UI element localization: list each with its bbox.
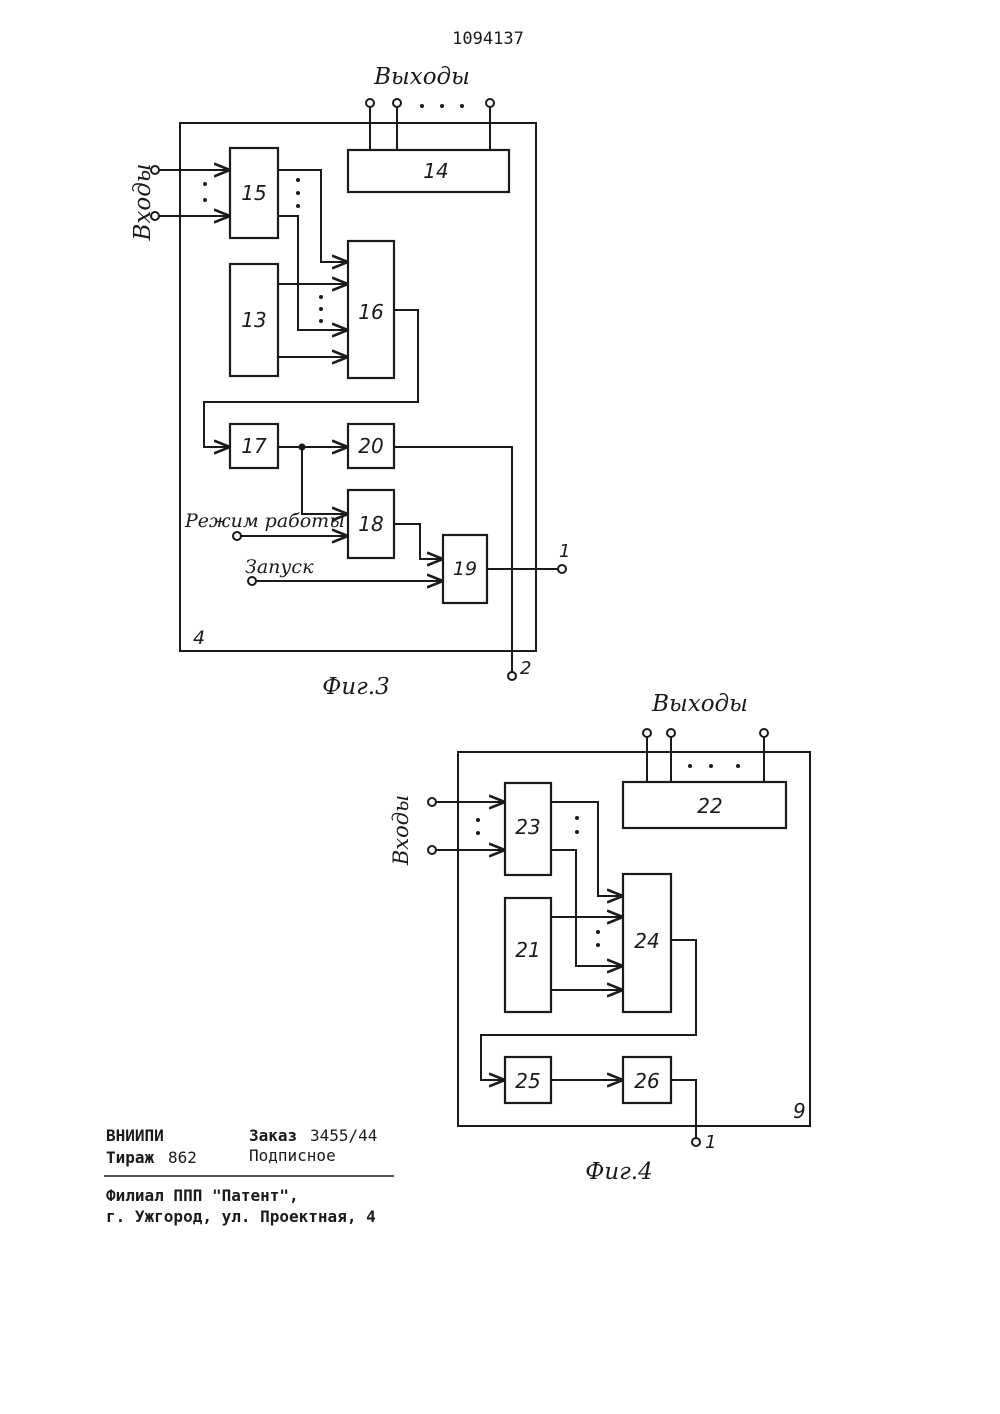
imprint-order-label: Заказ xyxy=(249,1126,297,1145)
fig3-block-20-label: 20 xyxy=(358,434,383,458)
fig4-block-24-label: 24 xyxy=(634,929,659,953)
fig4-block-21-label: 21 xyxy=(515,938,540,962)
fig3-output-1-terminal xyxy=(558,565,566,573)
fig4-block-23-label: 23 xyxy=(515,815,540,839)
fig4-caption: Фиг.4 xyxy=(585,1159,652,1185)
imprint-order-value: 3455/44 xyxy=(310,1126,377,1145)
fig3-inputs-label: Входы xyxy=(130,163,156,241)
fig4-output-terminals xyxy=(643,729,768,782)
imprint-address-line: г. Ужгород, ул. Проектная, 4 xyxy=(106,1207,376,1226)
fig3-block-16-label: 16 xyxy=(358,300,383,324)
fig4-output-1-terminal xyxy=(692,1138,700,1146)
fig4-output-1-label: 1 xyxy=(705,1132,716,1153)
fig3-block-15-label: 15 xyxy=(241,181,266,205)
fig4-outputs-label: Выходы xyxy=(651,691,748,717)
fig3-mode-label: Режим работы xyxy=(184,510,345,532)
fig3-block-13-label: 13 xyxy=(241,308,266,332)
fig3-block-19-label: 19 xyxy=(453,558,477,580)
fig3-output-2-label: 2 xyxy=(520,658,531,679)
fig3-frame-number: 4 xyxy=(193,627,205,649)
patent-number: 1094137 xyxy=(452,29,524,49)
fig3-caption: Фиг.3 xyxy=(322,674,389,700)
fig4-frame-number: 9 xyxy=(793,1099,806,1123)
fig4-inputs-label: Входы xyxy=(389,795,413,866)
imprint-branch-line: Филиал ППП "Патент", xyxy=(106,1186,299,1205)
fig4-block-25-label: 25 xyxy=(515,1069,540,1093)
imprint-circulation-value: 862 xyxy=(168,1148,197,1167)
fig3-start-label: Запуск xyxy=(245,556,314,578)
imprint: ВНИИПИ Заказ 3455/44 Тираж 862 Подписное… xyxy=(104,1126,394,1226)
imprint-org: ВНИИПИ xyxy=(106,1126,164,1145)
figure-4: 9 Выходы 22 Входы 23 21 xyxy=(389,691,810,1185)
fig4-block-26-label: 26 xyxy=(634,1069,659,1093)
fig3-block-18-label: 18 xyxy=(358,512,383,536)
fig3-block-14-label: 14 xyxy=(423,159,448,183)
imprint-subscription: Подписное xyxy=(249,1146,336,1165)
fig4-block-22-label: 22 xyxy=(697,794,722,818)
fig3-block-17-label: 17 xyxy=(241,434,267,458)
figure-3: 4 Выходы 14 Входы 15 13 xyxy=(130,64,570,700)
fig3-outputs-label: Выходы xyxy=(373,64,470,90)
fig3-output-terminals xyxy=(366,99,494,150)
fig3-output-1-label: 1 xyxy=(559,541,570,562)
imprint-circulation-label: Тираж xyxy=(106,1148,155,1167)
fig3-output-2-terminal xyxy=(508,672,516,680)
